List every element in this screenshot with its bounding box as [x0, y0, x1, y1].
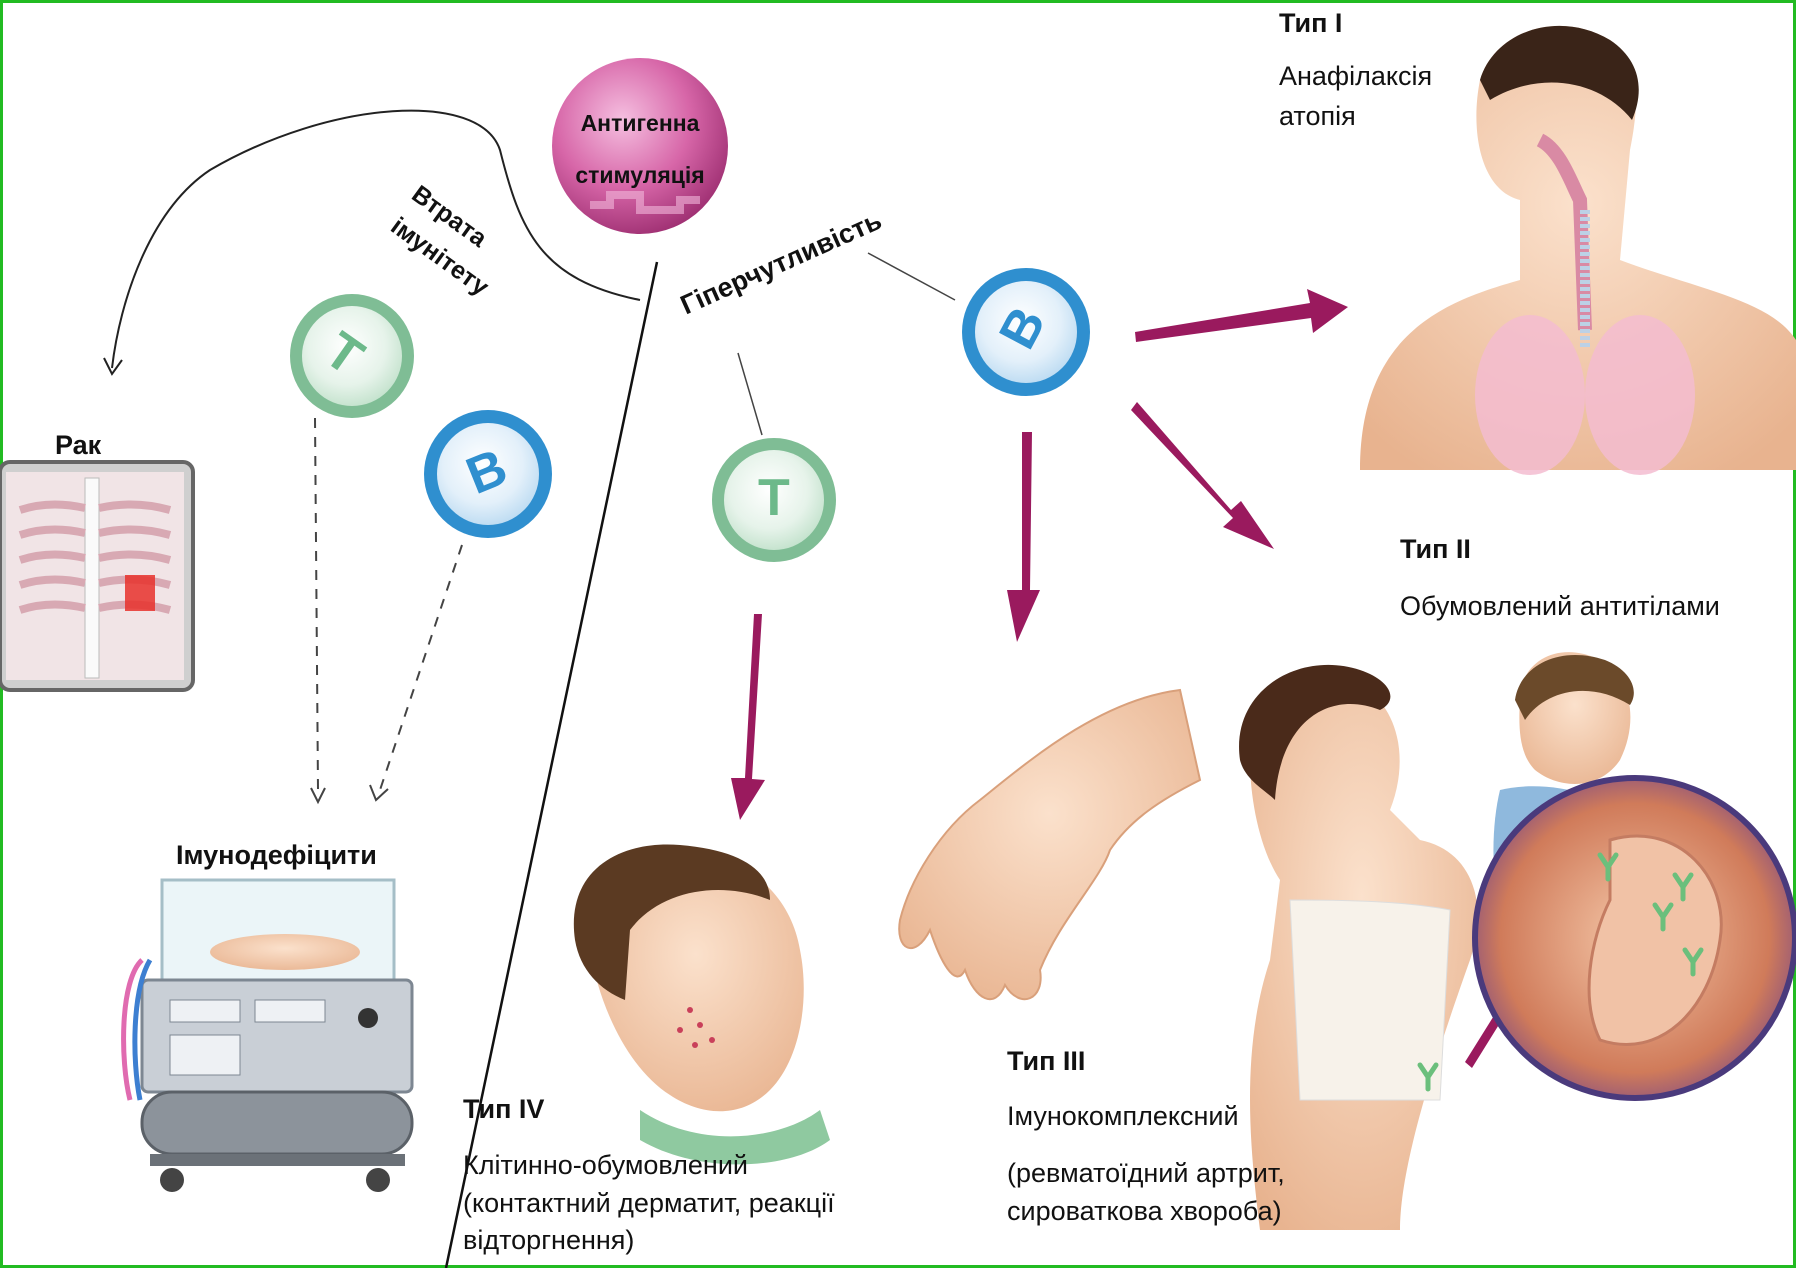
type4-line2: (контактний дерматит, реакції — [463, 1185, 835, 1221]
type2-title: Тип II — [1400, 534, 1471, 565]
man-face-illustration — [574, 844, 830, 1164]
antigen-sphere — [552, 58, 728, 234]
mother-baby-illustration — [1239, 652, 1795, 1230]
type3-title: Тип III — [1007, 1046, 1085, 1077]
type1-line2: атопія — [1279, 98, 1356, 134]
connector-t-center — [738, 353, 762, 435]
hand-illustration — [899, 690, 1200, 999]
cancer-xray-illustration — [0, 462, 193, 690]
type3-line1: (ревматоїдний артрит, — [1007, 1155, 1285, 1191]
type4-title: Тип IV — [463, 1094, 544, 1125]
type1-line1: Анафілаксія — [1279, 58, 1432, 94]
type1-title: Тип I — [1279, 8, 1342, 39]
incubator-illustration — [124, 880, 412, 1192]
connector-b-right — [868, 253, 955, 300]
cancer-label: Рак — [55, 430, 101, 461]
type3-line2: сироваткова хвороба) — [1007, 1193, 1282, 1229]
t-cell-center-letter: T — [758, 468, 790, 528]
antigen-label-line1: Антигенна — [575, 110, 705, 137]
type4-line1: Клітинно-обумовлений — [463, 1147, 748, 1183]
type4-line3: відторгнення) — [463, 1222, 634, 1258]
antigen-label-line2: стимуляція — [575, 162, 705, 189]
type2-desc: Обумовлений антитілами — [1400, 588, 1720, 624]
immunodeficiency-label: Імунодефіцити — [176, 840, 377, 871]
type3-desc: Імунокомплексний — [1007, 1098, 1239, 1134]
